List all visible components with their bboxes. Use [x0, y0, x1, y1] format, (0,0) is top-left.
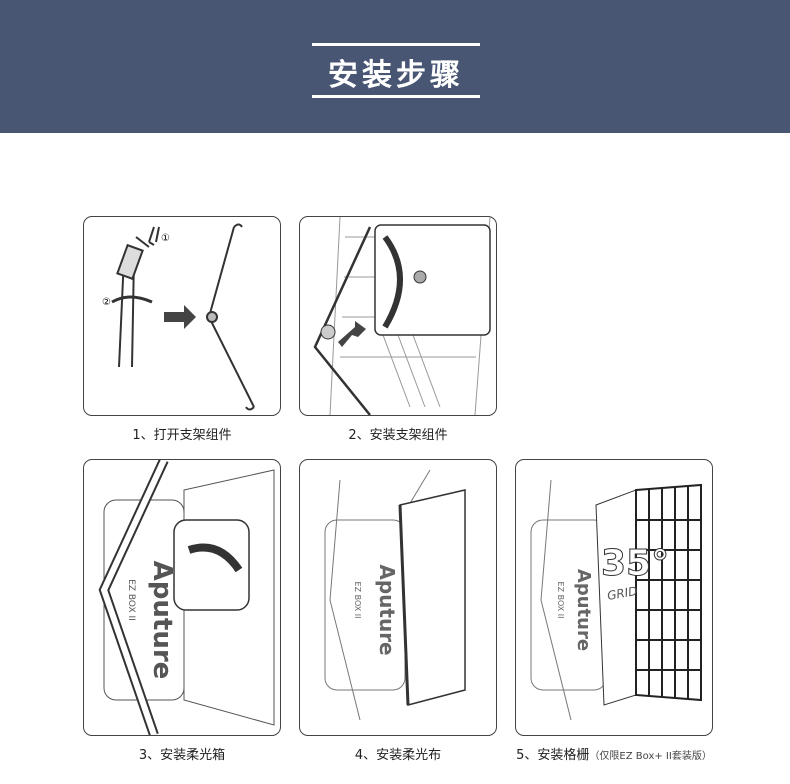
header-banner: 安装步骤 [0, 0, 790, 133]
ezbox-model: EZ BOX II [353, 582, 362, 619]
step-1-caption: 1、打开支架组件 [132, 428, 232, 443]
ezbox-model: EZ BOX II [556, 582, 565, 619]
step-5-caption: 5、安装格栅（仅限EZ Box+ II套装版） [484, 744, 744, 763]
marker-2: ② [102, 297, 111, 308]
marker-1: ① [161, 233, 170, 244]
step-5-illustration: Aputure EZ BOX II 35° GRID [515, 459, 713, 736]
step-4-caption: 4、安装柔光布 [354, 748, 442, 763]
title-top-rule [312, 43, 480, 46]
aputure-logo: Aputure [573, 569, 594, 651]
step-1-illustration: ① ② [83, 216, 281, 416]
grid-label: GRID [606, 584, 638, 603]
aputure-logo: Aputure [375, 564, 399, 655]
title-bottom-rule [312, 95, 480, 98]
grid-angle-label: 35° [601, 543, 669, 584]
page-title: 安装步骤 [328, 58, 464, 93]
aputure-logo: Aputure [147, 561, 177, 680]
step-5-note: （仅限EZ Box+ II套装版） [589, 751, 712, 762]
step-2-illustration [299, 216, 497, 416]
step-5-caption-text: 5、安装格栅 [516, 748, 590, 763]
ezbox-model: EZ BOX II [126, 579, 136, 621]
step-4-illustration: Aputure EZ BOX II [299, 459, 497, 736]
step-3-illustration: Aputure EZ BOX II [83, 459, 281, 736]
step-3-caption: 3、安装柔光箱 [138, 748, 226, 763]
step-2-caption: 2、安装支架组件 [348, 428, 448, 443]
